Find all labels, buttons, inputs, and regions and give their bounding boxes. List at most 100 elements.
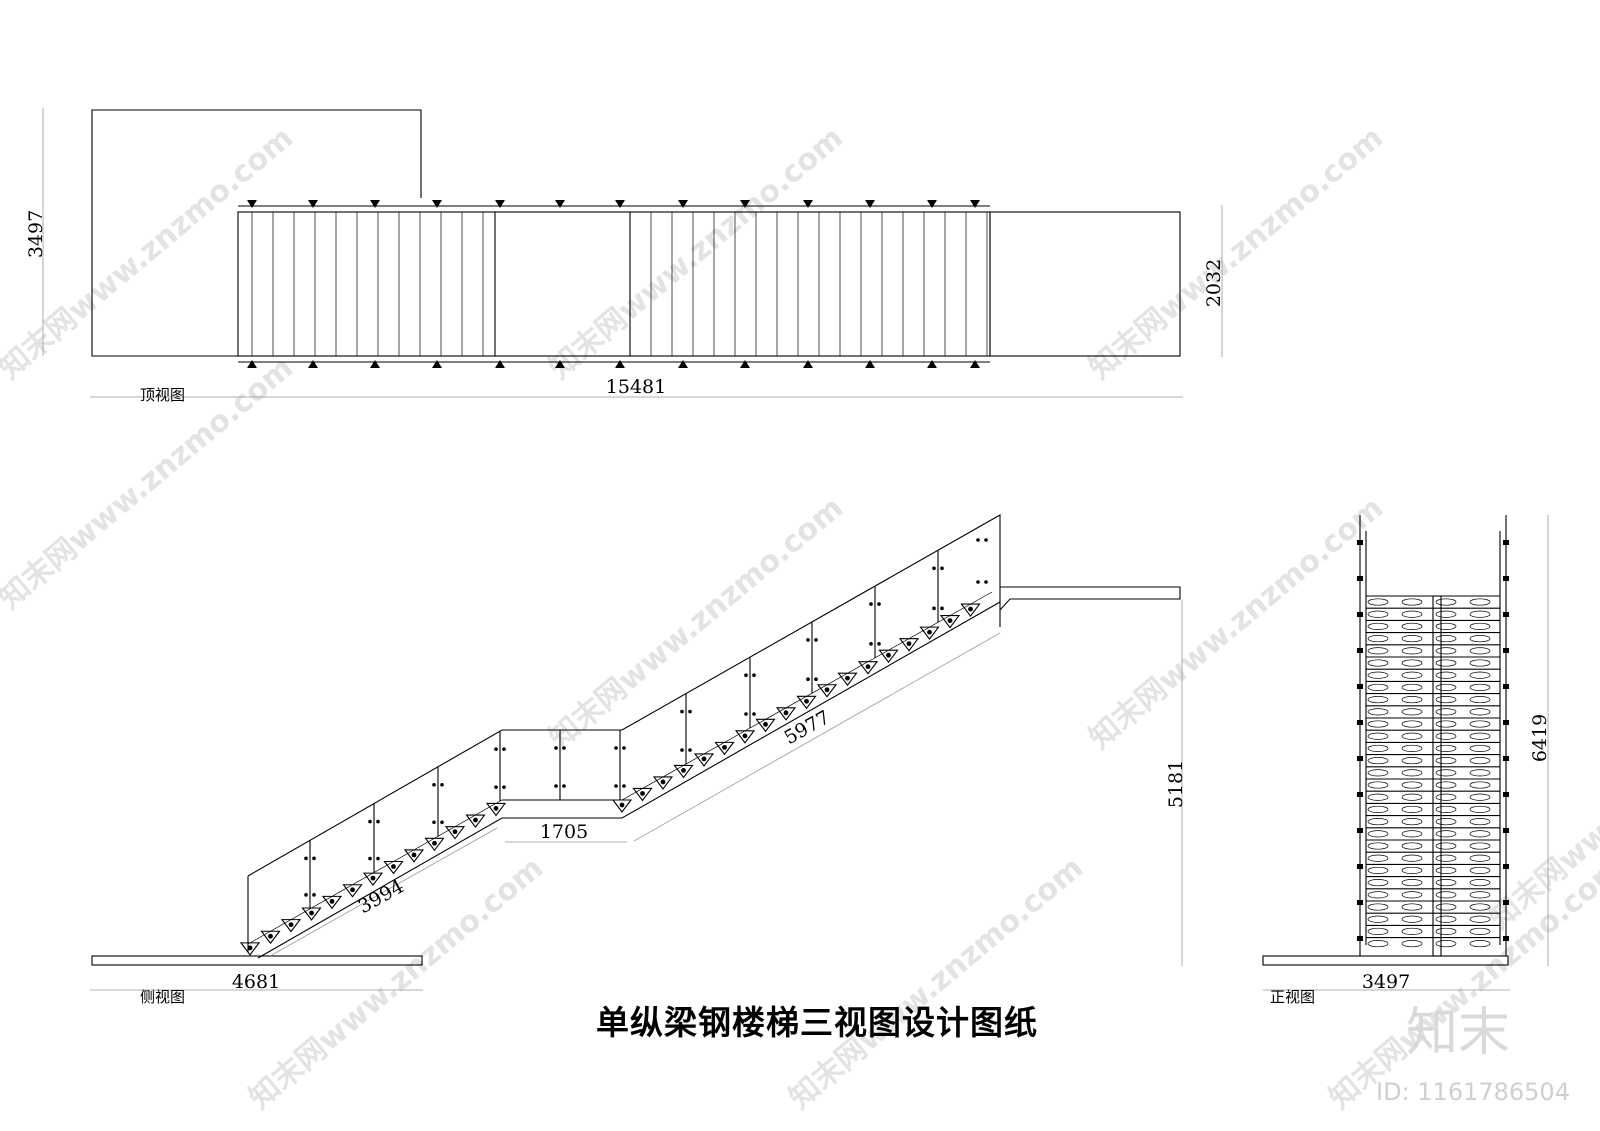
front-view-rail-clamp — [1357, 936, 1363, 941]
side-view-glass-posts — [304, 538, 988, 909]
front-view-rail-clamp — [1503, 540, 1509, 545]
front-view-rail-clamp — [1503, 792, 1509, 797]
dim-side-flight1: 3994 — [355, 875, 408, 918]
front-view-bracket — [1435, 793, 1457, 801]
front-view-bracket — [1435, 879, 1457, 887]
front-view-bracket — [1367, 854, 1389, 862]
top-view-post-marker — [308, 200, 318, 208]
side-view-bracket — [280, 919, 302, 933]
front-view-rail-clamp — [1503, 648, 1509, 653]
side-view-clamp — [976, 538, 980, 542]
side-view-bracket — [403, 849, 425, 863]
front-view-bracket — [1367, 781, 1389, 789]
side-view-bracket-bolt — [247, 945, 253, 951]
front-view-bracket — [1435, 622, 1457, 630]
front-view-bracket — [1469, 793, 1491, 801]
side-view-ground-slab — [91, 955, 423, 966]
top-view-post-marker — [865, 360, 875, 368]
front-view-bracket — [1401, 744, 1423, 752]
side-view-clamp — [869, 641, 873, 646]
front-view-bracket — [1435, 635, 1457, 643]
side-view-clamp — [554, 784, 558, 788]
side-view-bracket-bolt — [350, 887, 355, 893]
side-view-bracket-bolt — [493, 806, 499, 811]
side-view-bracket-bolt — [865, 664, 871, 670]
side-view-bracket — [693, 753, 715, 767]
front-view-treads — [1357, 540, 1509, 948]
side-view-clamp — [752, 712, 756, 716]
front-view-bracket — [1469, 769, 1491, 777]
side-view-clamp — [814, 638, 818, 642]
side-view-bracket-bolt — [722, 744, 727, 750]
front-view-bracket — [1367, 647, 1389, 655]
front-view-bracket — [1435, 769, 1457, 777]
front-view-rail-clamp — [1357, 576, 1363, 581]
side-view-bracket — [714, 741, 735, 756]
front-view-rail-clamp — [1503, 936, 1509, 941]
side-view-clamp — [312, 856, 316, 861]
side-view-bracket — [755, 718, 776, 733]
side-view-clamp — [622, 746, 626, 750]
front-view-bracket — [1469, 647, 1491, 655]
side-view-upper-slab — [999, 586, 1181, 611]
front-view-rail-clamp — [1357, 756, 1363, 761]
side-view-bracket-bolt — [640, 791, 645, 796]
side-view-clamp — [502, 785, 506, 789]
side-view-bracket — [465, 814, 486, 828]
side-view-bracket-bolt — [968, 606, 973, 612]
front-view-bracket — [1367, 769, 1389, 777]
side-view-clamp — [562, 784, 566, 788]
side-view-bracket — [898, 638, 920, 652]
front-view-bracket — [1401, 903, 1423, 911]
front-view-bracket — [1401, 708, 1423, 716]
side-view-clamp — [940, 606, 944, 611]
side-view-clamp — [368, 819, 372, 824]
top-view-post-marker — [615, 360, 625, 368]
front-view-bracket — [1401, 647, 1423, 655]
side-view-bracket-bolt — [886, 652, 891, 658]
front-view-bracket — [1367, 671, 1389, 679]
side-view-clamp — [688, 748, 692, 752]
front-view-bracket — [1435, 866, 1457, 874]
front-view-bracket — [1401, 696, 1423, 704]
front-view-bracket — [1367, 805, 1389, 813]
side-view-bracket — [652, 776, 674, 790]
side-view-clamp — [752, 673, 756, 677]
front-view-rail-clamp — [1503, 684, 1509, 689]
front-view-bracket — [1401, 891, 1423, 899]
side-view-bracket — [857, 661, 879, 675]
side-view-clamp — [368, 856, 372, 861]
front-view-bracket — [1435, 842, 1457, 850]
front-view-rail-clamp — [1357, 684, 1363, 689]
front-view-bracket — [1367, 659, 1389, 667]
top-view: 3497 2032 15481 顶视图 — [25, 108, 1225, 404]
side-view-clamp — [680, 709, 684, 714]
front-view-bracket — [1469, 781, 1491, 789]
front-view-rail-clamp — [1357, 900, 1363, 905]
side-view-bracket — [239, 942, 261, 956]
front-view-bracket — [1469, 659, 1491, 667]
front-view-bracket — [1401, 598, 1423, 606]
side-view-bracket — [383, 860, 404, 875]
front-view-bracket — [1367, 903, 1389, 911]
front-view-bracket — [1435, 610, 1457, 618]
front-view-rail-clamp — [1503, 576, 1509, 581]
side-view-clamp — [614, 746, 618, 750]
front-view-bracket — [1401, 769, 1423, 777]
top-view-post-marker — [495, 200, 505, 208]
side-view-bracket-bolt — [329, 898, 335, 904]
watermark-text: 知末网www.znzmo.com — [543, 120, 850, 386]
front-view-bracket — [1469, 854, 1491, 862]
front-view-bracket — [1435, 940, 1457, 948]
watermark-text: 知末网www.znzmo.com — [1083, 120, 1390, 386]
front-view-bracket — [1469, 818, 1491, 826]
dim-top-width: 15481 — [606, 376, 666, 398]
side-view-bracket-bolt — [947, 618, 953, 624]
front-view-bracket — [1367, 891, 1389, 899]
front-view-bracket — [1367, 622, 1389, 630]
top-view-label: 顶视图 — [140, 386, 185, 404]
side-view-clamp — [562, 746, 566, 750]
front-view-bracket — [1367, 708, 1389, 716]
front-view-rail-clamp — [1357, 648, 1363, 653]
front-view-bracket — [1435, 647, 1457, 655]
